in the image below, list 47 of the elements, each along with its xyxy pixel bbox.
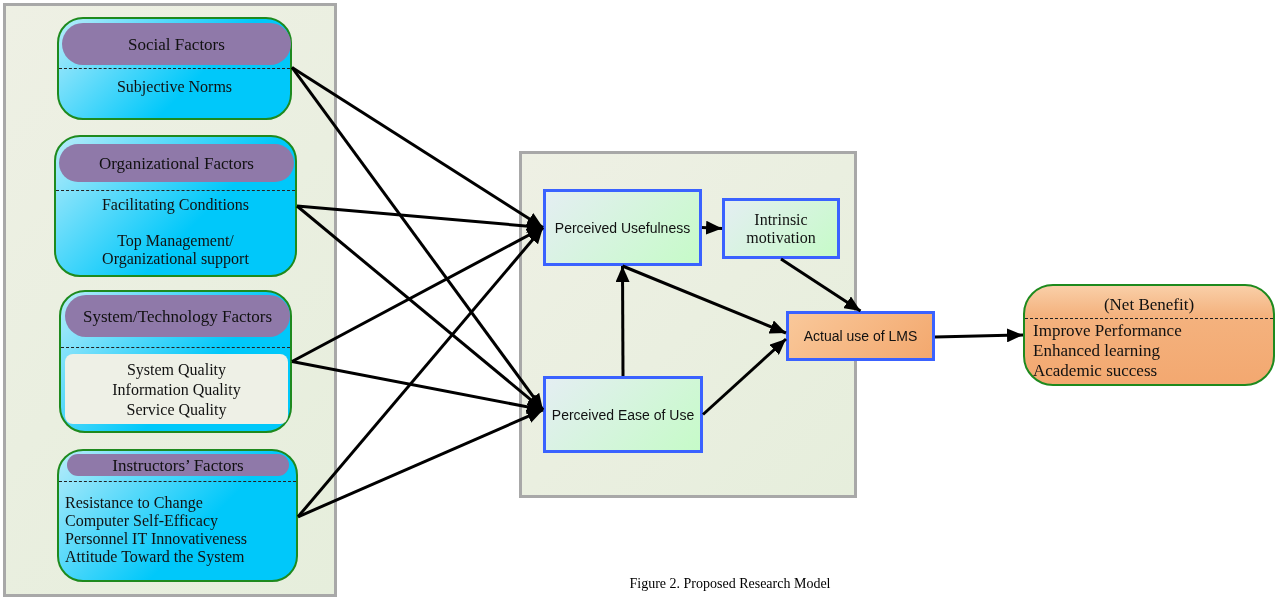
arrow [291, 360, 544, 414]
factor-item: System Quality [125, 361, 228, 379]
construct-box [786, 311, 935, 361]
category-header: Organizational Factors [59, 144, 294, 182]
construct-label: Actual use of LMS [802, 327, 919, 345]
arrow [621, 264, 787, 335]
arrow [296, 226, 545, 518]
factor-card [54, 135, 297, 277]
outcome-heading: (Net Benefit) [1102, 296, 1196, 314]
arrow [780, 257, 862, 313]
factor-card [57, 449, 298, 582]
factor-item: Computer Self-Efficacy [65, 512, 218, 530]
factor-item: Top Management/ Organizational support [101, 232, 250, 268]
category-header: Instructors’ Factors [67, 454, 289, 476]
arrow [296, 204, 544, 412]
outcome-card [1023, 284, 1275, 386]
arrow [701, 220, 723, 235]
construct-box [722, 198, 840, 259]
arrow [290, 66, 545, 411]
arrow [291, 226, 544, 363]
group-panel [3, 3, 337, 597]
category-header: System/Technology Factors [65, 295, 290, 337]
construct-label: Perceived Usefulness [553, 218, 692, 237]
factor-item: Personnel IT Innovativeness [65, 530, 247, 548]
factor-item: Attitude Toward the System [65, 548, 245, 566]
construct-label: Perceived Ease of Use [550, 405, 696, 424]
arrow [296, 204, 544, 234]
construct-box [543, 189, 702, 266]
factor-item: Resistance to Change [65, 494, 203, 512]
outcome-item: Improve Performance [1033, 322, 1182, 340]
factor-item: Information Quality [111, 381, 242, 399]
construct-label: Intrinsic motivation [745, 210, 817, 247]
construct-box [543, 376, 703, 453]
arrow [615, 266, 630, 376]
outcome-item: Enhanced learning [1033, 342, 1160, 360]
factor-item: Facilitating Conditions [100, 196, 251, 214]
factor-item: Service Quality [125, 401, 228, 419]
outcome-item: Academic success [1033, 362, 1158, 380]
factor-card [59, 290, 292, 433]
category-header: Social Factors [62, 23, 291, 65]
arrow [702, 337, 787, 416]
factor-item: Subjective Norms [115, 78, 234, 96]
factor-card [57, 17, 292, 120]
arrow [291, 66, 544, 229]
arrow [934, 328, 1024, 343]
arrow [297, 408, 544, 519]
figure-caption: Figure 2. Proposed Research Model [628, 576, 832, 592]
